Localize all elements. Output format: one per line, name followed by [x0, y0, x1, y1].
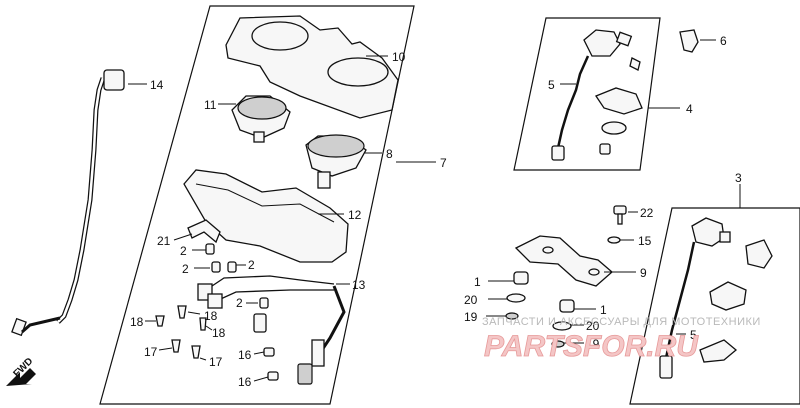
ignition-switch-lower	[659, 217, 773, 379]
washer-15	[607, 236, 621, 244]
callout-12: 12	[348, 208, 362, 222]
callout-2d: 2	[236, 296, 243, 310]
callout-11: 11	[204, 98, 217, 112]
callout-15: 15	[638, 234, 652, 248]
key-icon	[679, 29, 699, 53]
callout-16a: 16	[238, 348, 252, 362]
callout-21: 21	[157, 234, 171, 248]
callout-16b: 16	[238, 375, 252, 389]
meter-assembly-frame	[99, 5, 415, 405]
watermark-text: ЗАПЧАСТИ И АКСЕССУАРЫ ДЛЯ МОТОТЕХНИКИ	[482, 316, 761, 328]
callout-4: 4	[686, 102, 693, 116]
watermark-logo: PARTSFOR.RU	[484, 330, 699, 363]
callout-20a: 20	[464, 293, 478, 307]
meter-visor-case	[225, 15, 399, 119]
callout-18b: 18	[204, 309, 218, 323]
switch-assembly-frame	[629, 207, 800, 405]
callout-18a: 18	[130, 315, 144, 329]
screws	[155, 305, 279, 381]
rubber-mounts	[505, 271, 575, 348]
callout-2c: 2	[248, 258, 255, 272]
callout-19a: 19	[464, 310, 478, 324]
callout-20b: 20	[586, 319, 600, 333]
callout-7: 7	[440, 156, 447, 170]
callout-2a: 2	[180, 244, 187, 258]
callout-3: 3	[735, 171, 742, 185]
callout-9: 9	[640, 266, 647, 280]
ignition-switch-set-frame	[513, 17, 661, 171]
callout-17b: 17	[209, 355, 223, 369]
callout-13: 13	[352, 278, 366, 292]
speedometer-cable	[11, 69, 125, 337]
speedometer-unit	[231, 95, 291, 143]
meter-wire-harness	[197, 275, 346, 385]
callout-19b: 19	[586, 337, 600, 351]
callout-8: 8	[386, 147, 393, 161]
callout-22: 22	[640, 206, 654, 220]
switch-bracket	[514, 235, 613, 287]
meter-lower-case	[183, 169, 349, 263]
callout-2b: 2	[182, 262, 189, 276]
tachometer-unit	[305, 134, 367, 189]
callout-17a: 17	[144, 345, 158, 359]
callout-5b: 5	[690, 328, 697, 342]
callout-10: 10	[392, 50, 406, 64]
watermark: ЗАПЧАСТИ И АКСЕССУАРЫ ДЛЯ МОТОТЕХНИКИ PA…	[482, 316, 761, 363]
forward-arrow-icon: FWD	[6, 356, 36, 386]
callout-1b: 1	[600, 303, 607, 317]
callout-1a: 1	[474, 275, 481, 289]
ignition-switch-upper	[551, 29, 643, 161]
callout-6: 6	[720, 34, 727, 48]
callout-18c: 18	[212, 326, 226, 340]
callout-5a: 5	[548, 78, 555, 92]
wire-clip	[187, 219, 221, 244]
indicator-bulbs	[205, 243, 269, 309]
bolt-22	[613, 205, 627, 225]
callout-14: 14	[150, 78, 164, 92]
